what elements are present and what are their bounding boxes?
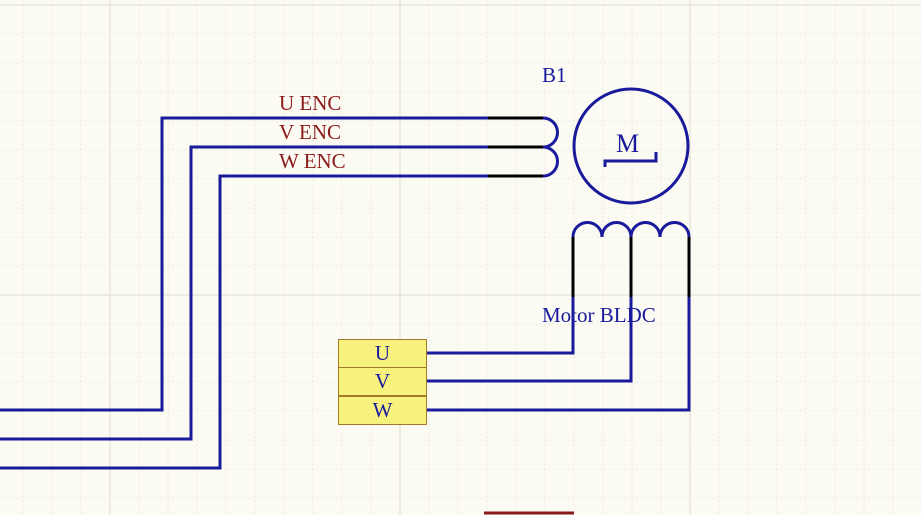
phase-coil-symbol [571, 221, 691, 238]
net-label-w-enc[interactable]: W ENC [279, 149, 346, 173]
port-w[interactable]: W [338, 396, 427, 425]
encoder-coil-symbol [542, 116, 559, 178]
component-designator[interactable]: B1 [542, 63, 567, 87]
port-v[interactable]: V [338, 367, 427, 396]
net-label-v-enc[interactable]: V ENC [279, 120, 342, 144]
encoder-wires [0, 116, 488, 470]
port-u[interactable]: U [338, 339, 427, 368]
component-comment[interactable]: Motor BLDC [542, 303, 656, 327]
wire-v-enc[interactable] [0, 145, 488, 441]
motor-bracket [603, 152, 658, 167]
wire-w-enc[interactable] [0, 174, 488, 470]
wire-u-enc[interactable] [0, 116, 488, 412]
wire-w[interactable] [427, 297, 691, 412]
phase-pins [571, 237, 691, 297]
phase-wires [427, 297, 691, 412]
net-label-u-enc[interactable]: U ENC [279, 91, 342, 115]
wire-v[interactable] [427, 297, 633, 383]
wire-u[interactable] [427, 297, 575, 355]
encoder-pins [488, 116, 543, 178]
motor-body[interactable] [572, 87, 690, 205]
motor-letter: M [616, 129, 640, 158]
